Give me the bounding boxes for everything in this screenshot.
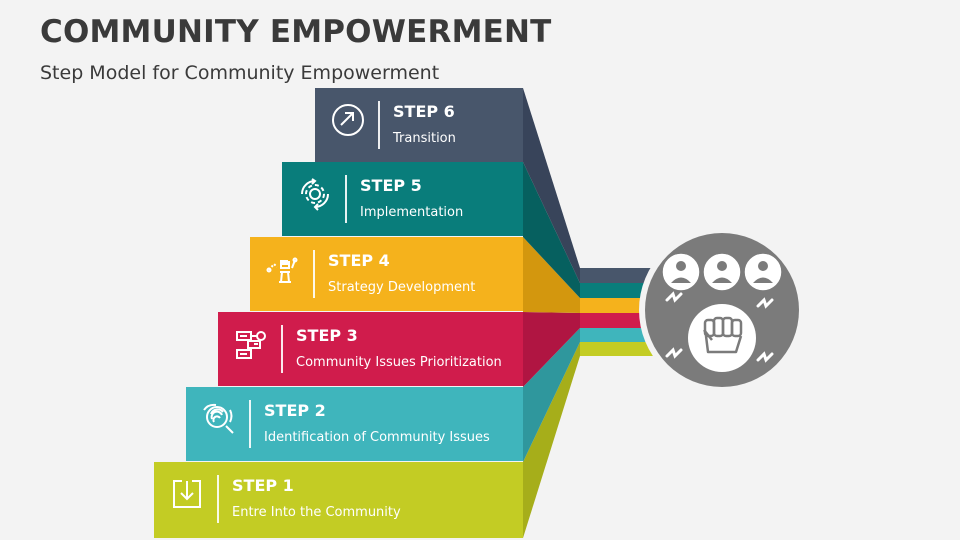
bar-step-6 [580, 268, 660, 283]
step-1-description: Entre Into the Community [232, 505, 401, 520]
connector-bars [580, 268, 660, 356]
step-3-divider [281, 325, 283, 373]
exit-arrow-icon [315, 88, 377, 162]
download-icon [154, 462, 216, 536]
step-2-divider [249, 400, 251, 448]
step-5-description: Implementation [360, 205, 464, 220]
step-3-block: STEP 3 Community Issues Prioritization [218, 312, 523, 386]
step-5-divider [345, 175, 347, 223]
step-1-divider [217, 475, 219, 523]
chess-strategy-icon [250, 237, 312, 311]
step-1-title: STEP 1 [232, 476, 294, 495]
step-6-title: STEP 6 [393, 102, 455, 121]
community-fist-icon [639, 227, 805, 393]
ribbon-step-4 [523, 237, 580, 313]
bar-step-2 [580, 328, 660, 342]
step-5-block: STEP 5 Implementation [282, 162, 523, 236]
step-6-divider [378, 101, 380, 149]
step-1-block: STEP 1 Entre Into the Community [154, 462, 523, 538]
ribbon-step-5 [523, 162, 580, 298]
step-2-block: STEP 2 Identification of Community Issue… [186, 387, 523, 461]
fingerprint-search-icon [186, 387, 248, 461]
ribbon-step-3 [523, 312, 580, 387]
step-4-description: Strategy Development [328, 280, 476, 295]
step-2-title: STEP 2 [264, 401, 326, 420]
process-flow-icon [218, 312, 280, 386]
step-3-description: Community Issues Prioritization [296, 355, 502, 370]
ribbon-step-2 [523, 328, 580, 462]
step-5-title: STEP 5 [360, 176, 422, 195]
step-2-description: Identification of Community Issues [264, 430, 490, 445]
ribbon-step-1 [523, 342, 580, 538]
step-6-block: STEP 6 Transition [315, 88, 523, 162]
gear-cycle-icon [282, 162, 344, 236]
step-3-title: STEP 3 [296, 326, 358, 345]
step-6-description: Transition [393, 131, 456, 146]
bar-step-5 [580, 283, 660, 298]
page-title: COMMUNITY EMPOWERMENT [40, 14, 552, 50]
step-4-title: STEP 4 [328, 251, 390, 270]
step-4-block: STEP 4 Strategy Development [250, 237, 523, 311]
page-subtitle: Step Model for Community Empowerment [40, 62, 440, 84]
step-4-divider [313, 250, 315, 298]
ribbons [523, 88, 580, 538]
bar-step-1 [580, 342, 660, 356]
ribbon-step-6 [523, 88, 580, 283]
